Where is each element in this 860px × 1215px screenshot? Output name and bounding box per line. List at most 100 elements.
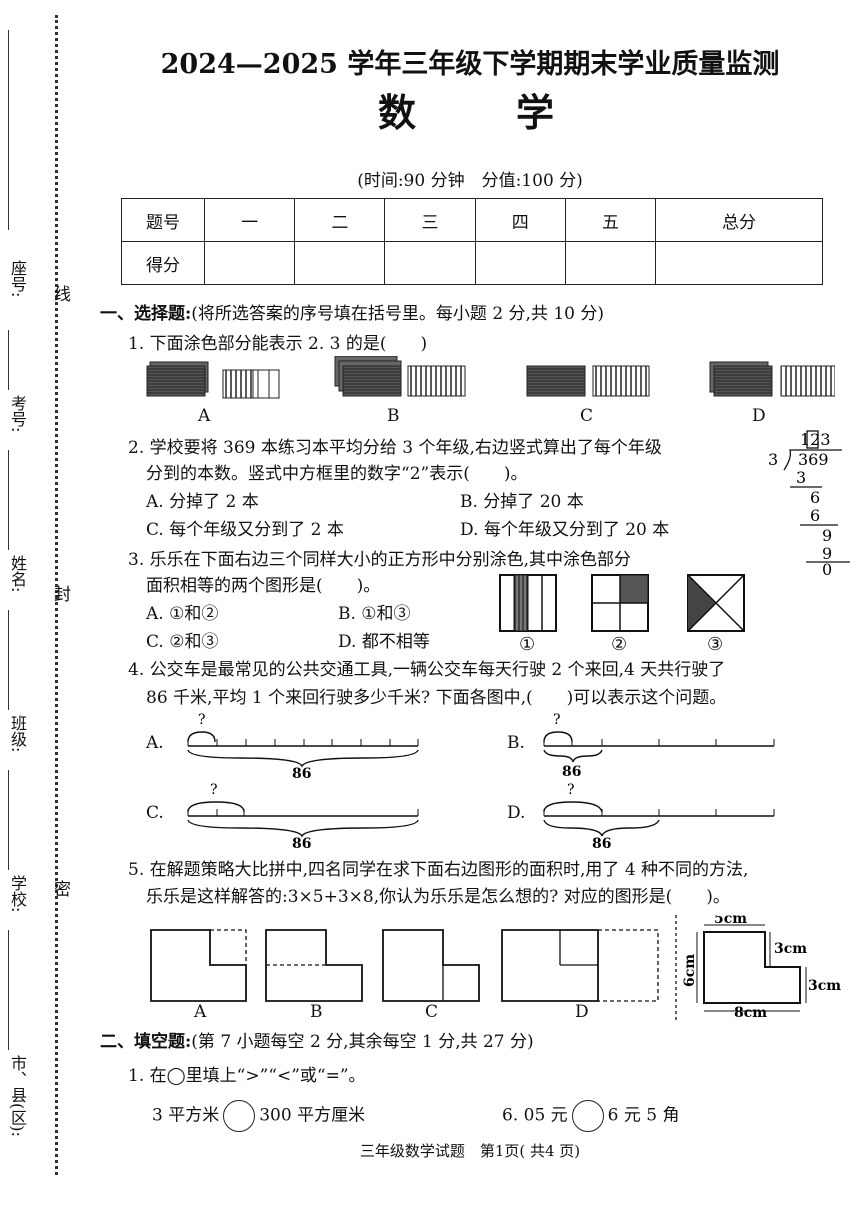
division-divisor: 3 bbox=[768, 450, 778, 469]
section1-heading: 一、选择题:(将所选答案的序号填在括号里。每小题 2 分,共 10 分) bbox=[100, 299, 604, 324]
q4-option-c[interactable]: C. bbox=[146, 803, 164, 823]
division-step: 6 bbox=[810, 488, 820, 507]
dim-label: 3cm bbox=[774, 941, 807, 957]
score-cell: 四 bbox=[474, 198, 566, 242]
score-value-row: 得分 bbox=[121, 241, 823, 285]
score-input[interactable] bbox=[203, 241, 296, 285]
division-step: 9 bbox=[822, 544, 832, 563]
long-division: 123 3 369 3 6 6 9 9 0 bbox=[768, 430, 850, 576]
field-school: 学校: bbox=[8, 875, 27, 913]
score-cell: 得分 bbox=[121, 241, 205, 285]
q2-line1: 2. 学校要将 369 本练习本平均分给 3 个年级,右边竖式算出了每个年级 bbox=[128, 438, 662, 458]
q4-line2: 86 千米,平均 1 个来回行驶多少千米? 下面各图中,( )可以表示这个问题。 bbox=[146, 688, 727, 708]
q5-option-b[interactable]: B bbox=[310, 1002, 323, 1022]
q4-diagram-b: ? 86 bbox=[543, 712, 775, 780]
score-input[interactable] bbox=[564, 241, 657, 285]
q3-line1: 3. 乐乐在下面右边三个同样大小的正方形中分别涂色,其中涂色部分 bbox=[128, 550, 632, 570]
q2-option-d[interactable]: D. 每个年级又分到了 20 本 bbox=[460, 520, 670, 540]
q2-option-c[interactable]: C. 每个年级又分到了 2 本 bbox=[146, 520, 344, 540]
exam-title: 2024—2025 学年三年级下学期期末学业质量监测 bbox=[160, 49, 780, 80]
q5-figure-a bbox=[150, 929, 247, 1002]
section-instruction: (将所选答案的序号填在括号里。每小题 2 分,共 10 分) bbox=[191, 304, 605, 324]
seal-label-line: 线 bbox=[50, 285, 70, 302]
blank-line[interactable] bbox=[8, 770, 9, 870]
score-header-row: 题号 一 二 三 四 五 总分 bbox=[121, 198, 823, 242]
q3-option-b[interactable]: B. ①和③ bbox=[338, 604, 411, 624]
compare-circle-input[interactable] bbox=[571, 1100, 604, 1132]
field-seat-no: 座号: bbox=[8, 260, 27, 298]
score-cell: 题号 bbox=[121, 198, 205, 242]
q4-diagram-d: ? 86 bbox=[543, 782, 775, 850]
q3-figure-label: ② bbox=[611, 634, 628, 655]
q5-option-a[interactable]: A bbox=[194, 1002, 207, 1022]
score-cell: 三 bbox=[384, 198, 476, 242]
compare-right: 300 平方厘米 bbox=[259, 1105, 366, 1126]
unknown-mark: ? bbox=[567, 782, 575, 798]
dotted-cut-line bbox=[55, 15, 58, 1175]
q2-line2: 分到的本数。竖式中方框里的数字“2”表示( )。 bbox=[146, 464, 528, 484]
q4-option-a[interactable]: A. bbox=[146, 733, 164, 753]
total-label: 86 bbox=[592, 836, 611, 850]
q5-option-c[interactable]: C bbox=[425, 1002, 439, 1022]
s2-q1-text: 1. 在◯里填上“>”“<”或“=”。 bbox=[128, 1066, 366, 1086]
section-instruction: (第 7 小题每空 2 分,其余每空 1 分,共 27 分) bbox=[191, 1032, 534, 1052]
q2-option-b[interactable]: B. 分掉了 20 本 bbox=[460, 492, 584, 512]
division-step: 9 bbox=[822, 526, 832, 545]
score-input[interactable] bbox=[384, 241, 476, 285]
total-label: 86 bbox=[562, 764, 581, 780]
q4-line-diagrams: ? 86 ? 86 ? 86 ? 86 bbox=[187, 712, 775, 850]
dim-label: 3cm bbox=[808, 978, 841, 994]
total-label: 86 bbox=[292, 836, 311, 850]
score-cell: 二 bbox=[294, 198, 386, 242]
blank-line[interactable] bbox=[8, 30, 9, 230]
division-dividend: 369 bbox=[798, 450, 829, 469]
score-input[interactable] bbox=[474, 241, 566, 285]
q1-option-d[interactable]: D bbox=[752, 406, 766, 426]
q5-option-d[interactable]: D bbox=[575, 1002, 589, 1022]
score-cell: 五 bbox=[564, 198, 657, 242]
blank-line[interactable] bbox=[8, 930, 9, 1050]
field-class: 班级: bbox=[8, 715, 27, 753]
q1-text: 1. 下面涂色部分能表示 2. 3 的是( ) bbox=[128, 334, 428, 354]
unknown-mark: ? bbox=[210, 782, 218, 798]
section2-heading: 二、填空题:(第 7 小题每空 2 分,其余每空 1 分,共 27 分) bbox=[100, 1027, 534, 1052]
q1-option-c[interactable]: C bbox=[580, 406, 594, 426]
compare-circle-input[interactable] bbox=[223, 1100, 256, 1132]
q2-option-a[interactable]: A. 分掉了 2 本 bbox=[146, 492, 259, 512]
dim-label: 8cm bbox=[734, 1005, 767, 1021]
field-name: 姓名: bbox=[8, 555, 27, 593]
q3-option-a[interactable]: A. ①和② bbox=[146, 604, 219, 624]
compare-left: 3 平方米 bbox=[152, 1105, 220, 1126]
q3-option-c[interactable]: C. ②和③ bbox=[146, 632, 219, 652]
division-step: 3 bbox=[796, 468, 806, 487]
q3-option-d[interactable]: D. 都不相等 bbox=[338, 632, 430, 652]
q1-figures bbox=[146, 356, 835, 399]
score-input[interactable] bbox=[294, 241, 386, 285]
highlight-box bbox=[806, 430, 819, 449]
compare-left: 6. 05 元 bbox=[502, 1105, 568, 1126]
q4-option-b[interactable]: B. bbox=[507, 733, 525, 753]
q1-option-a[interactable]: A bbox=[198, 406, 211, 426]
blank-line[interactable] bbox=[8, 610, 9, 710]
q3-square-3 bbox=[687, 574, 745, 632]
q1-option-b[interactable]: B bbox=[387, 406, 400, 426]
q3-line2: 面积相等的两个图形是( )。 bbox=[146, 576, 381, 596]
field-city: 市、县(区): bbox=[8, 1055, 27, 1137]
q3-square-2 bbox=[591, 574, 649, 632]
score-table: 题号 一 二 三 四 五 总分 得分 bbox=[121, 198, 823, 285]
blank-line[interactable] bbox=[8, 450, 9, 550]
dim-label: 6cm bbox=[682, 954, 698, 987]
division-quotient: 123 bbox=[800, 430, 831, 449]
q1-figure-c bbox=[526, 365, 650, 397]
section-title: 一、选择题: bbox=[100, 304, 192, 324]
blank-line[interactable] bbox=[8, 330, 9, 390]
total-label: 86 bbox=[292, 766, 311, 782]
seal-label-seal: 封 bbox=[50, 585, 70, 602]
score-input[interactable] bbox=[655, 241, 823, 285]
q5-line1: 5. 在解题策略大比拼中,四名同学在求下面右边图形的面积时,用了 4 种不同的方… bbox=[128, 860, 749, 880]
q4-option-d[interactable]: D. bbox=[507, 803, 526, 823]
score-cell: 总分 bbox=[655, 198, 823, 242]
seal-label-secret: 密 bbox=[50, 880, 70, 897]
compare-item-1: 3 平方米 300 平方厘米 bbox=[152, 1100, 365, 1132]
